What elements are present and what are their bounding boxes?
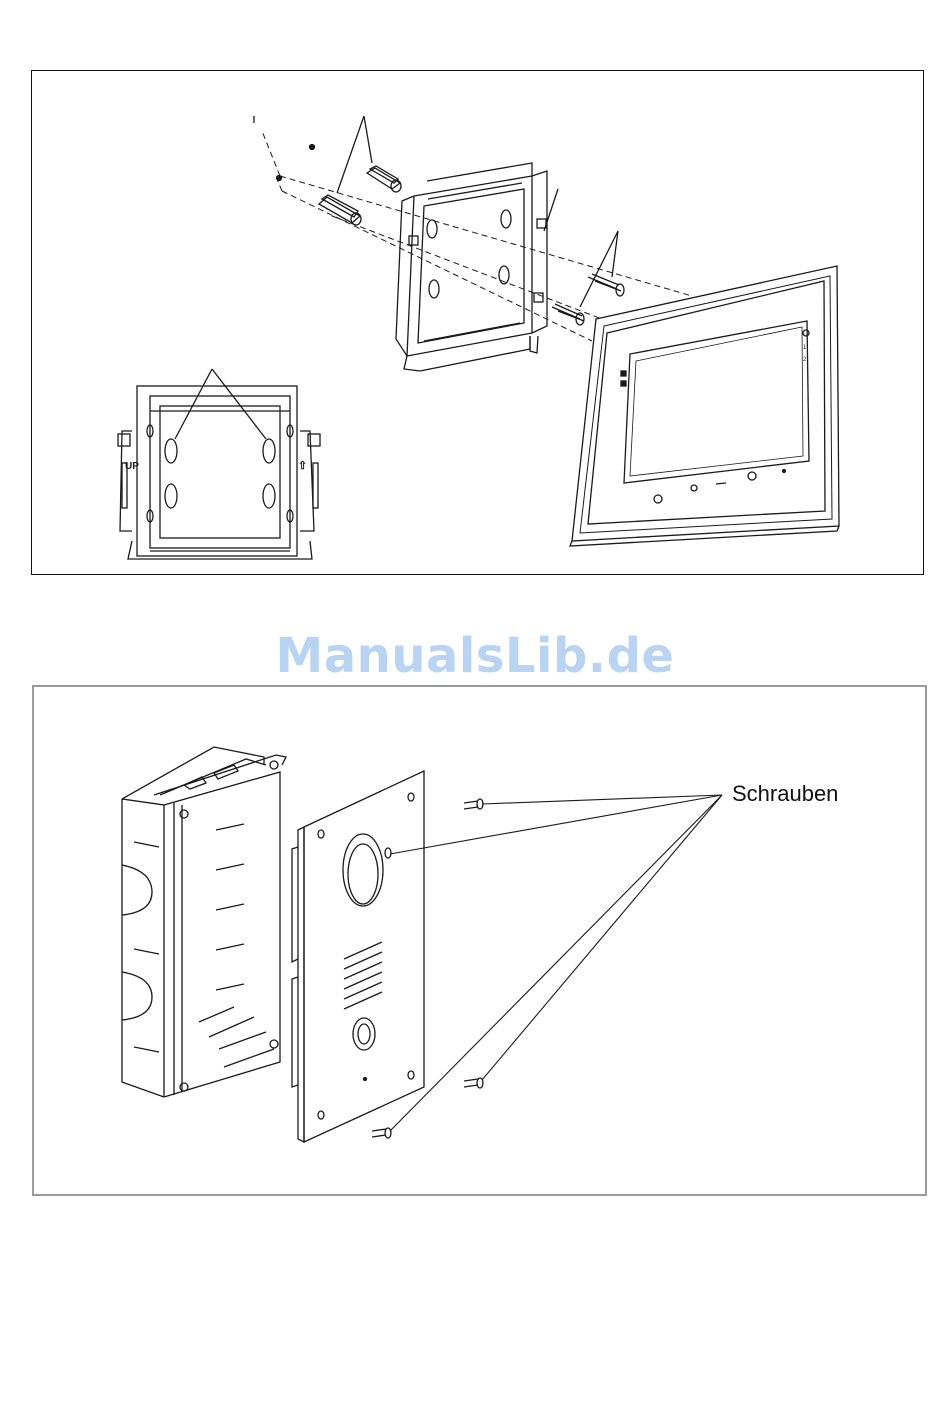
bracket-up-arrow-label: ⇧ <box>298 460 307 472</box>
wall-plug-upper <box>367 166 401 192</box>
screw-bottom-left <box>372 1128 391 1138</box>
mounting-screw-2 <box>552 304 584 325</box>
bracket-up-label: UP <box>125 461 139 472</box>
wall-plug-lower <box>319 195 361 225</box>
doorstation-mounting-diagram: Schrauben <box>34 687 929 1198</box>
door-station-front-panel <box>292 771 424 1142</box>
flush-mounting-box <box>122 747 286 1097</box>
screws-callout-label: Schrauben <box>732 781 838 806</box>
manualslib-watermark: ManualsLib.de <box>0 628 950 684</box>
screw-top-right <box>464 799 483 809</box>
monitor-indicator-2: 2 <box>803 357 807 363</box>
monitor-mounting-diagram: UP ⇧ 1 2 <box>32 71 925 576</box>
screw-bottom-right <box>464 1078 483 1088</box>
assembly-guide-lines <box>262 131 692 341</box>
figure-panel-monitor-mounting: UP ⇧ 1 2 <box>31 70 924 575</box>
screw-tip-2 <box>277 176 282 181</box>
mounting-screw-1 <box>588 274 624 296</box>
screw-tip-1 <box>310 145 315 150</box>
indoor-monitor <box>570 266 839 546</box>
figure-panel-doorstation-mounting: Schrauben <box>32 685 927 1196</box>
screw-camera <box>385 848 391 858</box>
mounting-bracket-angled <box>396 163 547 371</box>
mounting-bracket-front-view <box>118 386 320 559</box>
monitor-indicator-1: 1 <box>803 345 807 351</box>
screw-callout-lines <box>390 795 722 1131</box>
